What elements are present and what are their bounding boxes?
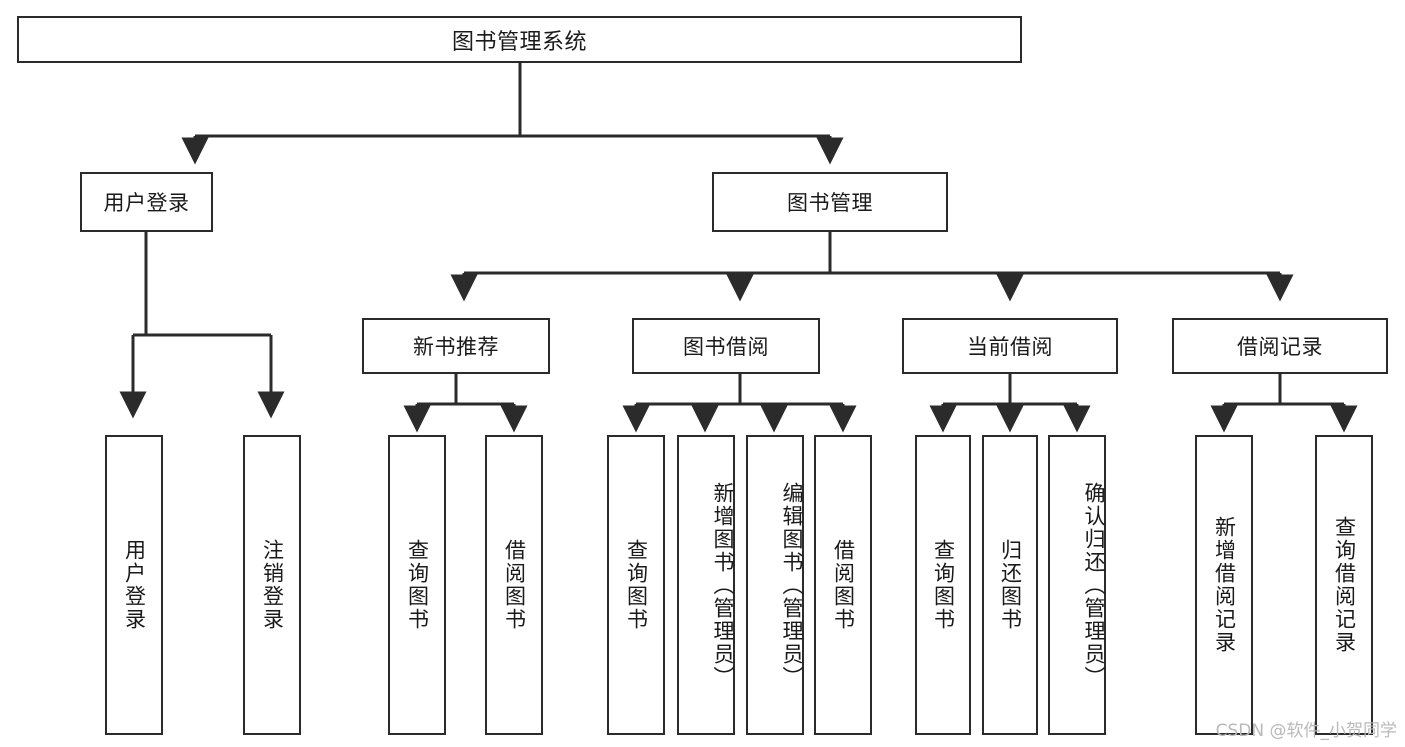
node-new-book-recommend-label: 新书推荐 [413,335,499,359]
leaf-edit-book-admin-label: 编辑图书（管理员） [780,481,804,689]
node-user-login-label: 用户登录 [103,191,190,215]
node-user-login[interactable]: 用户登录 [80,172,213,232]
leaf-query-book-new[interactable]: 查询图书 [388,435,446,735]
leaf-query-book-new-label: 查询图书 [405,539,430,631]
leaf-add-borrow-record-label: 新增借阅记录 [1212,516,1237,654]
node-book-borrow-label: 图书借阅 [683,335,769,359]
leaf-query-borrow-record[interactable]: 查询借阅记录 [1315,435,1373,735]
node-new-book-recommend[interactable]: 新书推荐 [362,318,550,374]
leaf-add-book-admin[interactable]: 新增图书（管理员） [677,435,735,735]
node-book-borrow[interactable]: 图书借阅 [632,318,820,374]
leaf-query-book-current[interactable]: 查询图书 [915,435,971,735]
node-root[interactable]: 图书管理系统 [17,16,1022,63]
leaf-confirm-return-admin[interactable]: 确认归还（管理员） [1048,435,1106,735]
leaf-borrow-book[interactable]: 借阅图书 [814,435,872,735]
leaf-logout[interactable]: 注销登录 [243,435,301,735]
node-current-borrow-label: 当前借阅 [967,335,1053,359]
node-book-management[interactable]: 图书管理 [712,172,948,232]
leaf-borrow-book-new-label: 借阅图书 [502,539,527,631]
leaf-edit-book-admin[interactable]: 编辑图书（管理员） [746,435,804,735]
leaf-logout-label: 注销登录 [260,539,285,631]
leaf-confirm-return-admin-label: 确认归还（管理员） [1082,481,1106,689]
node-borrow-record-label: 借阅记录 [1237,335,1323,359]
node-current-borrow[interactable]: 当前借阅 [902,318,1118,374]
leaf-query-book-borrow-label: 查询图书 [624,539,649,631]
node-root-label: 图书管理系统 [451,29,587,55]
leaf-return-book-label: 归还图书 [998,539,1023,631]
leaf-query-book-current-label: 查询图书 [931,539,956,631]
leaf-add-book-admin-label: 新增图书（管理员） [711,481,735,689]
node-borrow-record[interactable]: 借阅记录 [1172,318,1388,374]
leaf-query-book-borrow[interactable]: 查询图书 [607,435,665,735]
node-book-management-label: 图书管理 [787,191,873,215]
leaf-borrow-book-new[interactable]: 借阅图书 [485,435,543,735]
leaf-user-login-label: 用户登录 [122,539,147,631]
leaf-query-borrow-record-label: 查询借阅记录 [1332,516,1357,654]
leaf-borrow-book-label: 借阅图书 [831,539,856,631]
leaf-user-login[interactable]: 用户登录 [105,435,163,735]
leaf-add-borrow-record[interactable]: 新增借阅记录 [1195,435,1253,735]
leaf-return-book[interactable]: 归还图书 [982,435,1038,735]
